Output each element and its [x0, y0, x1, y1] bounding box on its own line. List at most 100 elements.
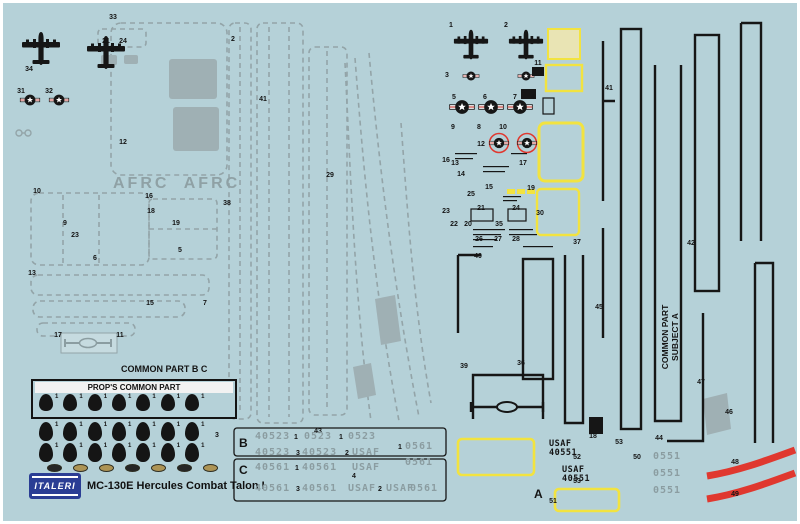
part-number: 22 [450, 221, 458, 228]
part-number: 32 [45, 88, 53, 95]
prop-blade: 1 [112, 422, 131, 441]
prop-blade-shape [87, 422, 102, 441]
part-number: 36 [517, 360, 525, 367]
part-number: 12 [477, 141, 485, 148]
logo-bar-top [32, 476, 78, 478]
prop-blade-number: 1 [79, 422, 83, 428]
serial-decal: USAF [348, 483, 377, 494]
prop-hub-decal [177, 464, 192, 472]
part-number: 45 [595, 304, 603, 311]
prop-blade: 1 [185, 394, 204, 411]
serial-decal: USAF [352, 462, 381, 473]
serial-decal: 40561 [302, 462, 338, 473]
part-number: 19 [172, 220, 180, 227]
part-number: 10 [33, 188, 41, 195]
prop-blade-shape [160, 394, 175, 411]
prop-blade-number: 1 [79, 394, 83, 400]
subject-a-line2: SUBJECT A [670, 313, 680, 361]
prop-blade-number: 1 [103, 394, 108, 400]
part-number: 43 [314, 428, 322, 435]
prop-blade: 1 [160, 394, 181, 411]
prop-blade: 1 [87, 422, 107, 441]
part-number: 52 [573, 454, 581, 461]
aircraft-silhouette-icons [22, 29, 544, 69]
part-number: 2 [504, 22, 508, 29]
prop-blade: 1 [39, 443, 58, 462]
part-number: 1 [339, 434, 343, 441]
serial-decal: USAF [549, 439, 572, 449]
prop-blade-shape [185, 422, 200, 441]
prop-blade-number: 1 [152, 394, 156, 400]
common-part-bc-label: COMMON PART B C [121, 364, 208, 374]
part-number: 4 [352, 473, 356, 480]
part-number: 23 [71, 232, 79, 239]
part-number: 18 [589, 433, 597, 440]
part-number: 53 [615, 439, 623, 446]
part-number: 1 [449, 22, 453, 29]
serial-decal: 40551 [562, 474, 591, 484]
serial-decal: USAF [562, 465, 585, 475]
prop-blade-number: 1 [128, 443, 132, 449]
serial-decal: 40523 [255, 431, 291, 442]
part-number: 5 [452, 94, 456, 101]
part-number: 27 [494, 236, 502, 243]
part-number: 35 [495, 221, 503, 228]
prop-blade-shape [112, 443, 127, 462]
part-number: 53 [573, 478, 581, 485]
part-number: 13 [28, 270, 36, 277]
prop-blade-shape [112, 422, 127, 441]
serial-decal: 0551 [653, 468, 682, 479]
prop-blade-number: 1 [176, 443, 181, 449]
prop-blade-number: 1 [103, 443, 108, 449]
part-number: 30 [536, 210, 544, 217]
part-number: 1 [294, 434, 298, 441]
serial-decal: 40561 [255, 483, 291, 494]
part-number: 21 [102, 38, 110, 45]
prop-hub-decal [151, 464, 166, 472]
part-number: 21 [477, 205, 485, 212]
prop-blade-number: 1 [152, 443, 156, 449]
prop-blade-shape [39, 443, 53, 462]
prop-blade: 1 [185, 443, 204, 462]
part-number: 3 [296, 486, 300, 493]
prop-blade-number: 1 [176, 394, 181, 400]
part-number: 8 [477, 124, 481, 131]
part-number: 41 [259, 96, 267, 103]
part-number: 17 [54, 332, 62, 339]
part-number: 39 [460, 363, 468, 370]
serial-decal: 0561 [405, 457, 434, 468]
walkway-dashed-outlines [30, 22, 432, 424]
section-a-label: A [534, 487, 543, 501]
left-small-decals [15, 129, 118, 354]
prop-hub-decal [99, 464, 114, 472]
part-number: 34 [25, 66, 33, 73]
part-number: 49 [731, 491, 739, 498]
part-number: 18 [147, 208, 155, 215]
prop-blade-shape [160, 422, 175, 441]
part-number: 42 [687, 240, 695, 247]
part-number: 3 [215, 432, 219, 439]
prop-blade-shape [63, 443, 78, 462]
prop-blade: 1 [87, 443, 108, 462]
props-common-part-label: PROP'S COMMON PART [35, 382, 233, 393]
artwork-svg [15, 21, 797, 513]
prop-blade-number: 1 [201, 443, 205, 449]
prop-hub-decal [47, 464, 62, 472]
prop-blade-number: 1 [201, 394, 205, 400]
serial-decal: 0561 [405, 441, 434, 452]
serial-decal: USAF [352, 447, 381, 458]
part-number: 3 [296, 450, 300, 457]
part-number: 46 [725, 409, 733, 416]
serial-decal: 0551 [653, 451, 682, 462]
prop-blade-number: 1 [152, 422, 156, 428]
part-number: 47 [697, 379, 705, 386]
serial-decal: 0561 [410, 483, 439, 494]
prop-hub-decal [203, 464, 218, 472]
prop-hub-decal [73, 464, 88, 472]
part-number: 11 [116, 332, 124, 339]
prop-blade-shape [39, 422, 53, 441]
serial-decal: 40551 [549, 448, 578, 458]
